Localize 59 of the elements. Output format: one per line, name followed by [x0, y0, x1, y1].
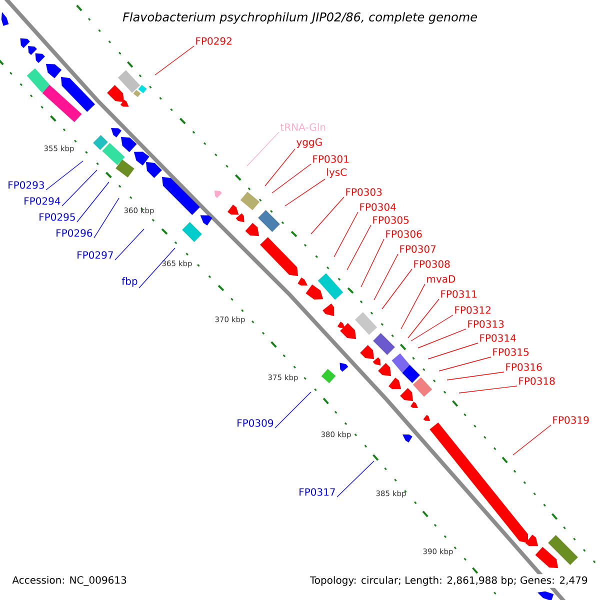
- gene-label: FP0315: [493, 348, 529, 356]
- gene-label: tRNA-Gln: [280, 123, 326, 131]
- gene-label: FP0304: [360, 203, 396, 211]
- leader-line: [346, 224, 372, 270]
- gene-label: fbp: [122, 277, 138, 287]
- gene-label: FP0305: [373, 216, 409, 224]
- gene-label: FP0306: [386, 230, 422, 238]
- leader-line: [374, 254, 398, 300]
- gene-label: FP0307: [400, 245, 436, 253]
- leader-line: [382, 268, 412, 310]
- leader-line: [400, 284, 426, 330]
- gene-label: FP0312: [455, 306, 490, 314]
- gene-label: FP0314: [480, 334, 516, 342]
- leader-line: [274, 392, 312, 428]
- leader-line: [336, 460, 374, 498]
- gene-label: yggG: [296, 138, 322, 148]
- leader-line: [154, 46, 194, 76]
- leader-line: [264, 148, 296, 186]
- leader-line: [408, 298, 440, 338]
- gene-label: FP0316: [506, 363, 542, 371]
- footer-text: Topology: circular; Length: 2,861,988 bp; Genes: 2,479: [308, 574, 590, 588]
- gene-label: FP0318: [519, 377, 555, 385]
- gene-label: FP0309: [238, 419, 274, 427]
- leader-line: [446, 372, 504, 380]
- leader-line: [360, 238, 384, 288]
- leader-line: [284, 178, 326, 206]
- leader-line: [246, 132, 280, 166]
- gene-label: FP0296: [56, 229, 92, 237]
- leader-line: [334, 212, 358, 258]
- leader-line: [512, 424, 552, 456]
- gene-label: FP0313: [468, 320, 504, 328]
- leader-line: [428, 342, 478, 360]
- leader-line: [458, 386, 518, 394]
- leader-line: [418, 328, 466, 348]
- gene-label: FP0292: [196, 37, 232, 45]
- gene-label: FP0303: [346, 188, 382, 196]
- title: Flavobacterium psychrophilum JIP02/86, complete genome: [122, 12, 477, 24]
- gene-label: lysC: [327, 168, 347, 178]
- leader-line: [438, 356, 492, 372]
- leader-line: [62, 170, 98, 206]
- gene-label: FP0301: [313, 155, 348, 163]
- leader-line: [138, 248, 176, 288]
- leader-line: [94, 198, 120, 238]
- leader-line: [46, 160, 84, 190]
- gene-label: FP0294: [24, 197, 60, 205]
- gene-label: FP0319: [553, 416, 589, 424]
- leader-line: [76, 182, 110, 222]
- gene-label: FP0297: [78, 251, 113, 259]
- footer-text: Accession: NC_009613: [10, 574, 129, 588]
- gene-label: mvaD: [427, 275, 456, 283]
- gene-label: FP0308: [414, 260, 450, 268]
- leader-line: [114, 228, 144, 260]
- leader-line: [410, 314, 454, 342]
- leader-line: [310, 196, 344, 234]
- gene-label: FP0311: [441, 290, 476, 298]
- gene-label: FP0317: [300, 488, 335, 496]
- leader-line: [272, 164, 312, 194]
- gene-label: FP0295: [40, 213, 75, 221]
- gene-label: FP0293: [8, 181, 44, 189]
